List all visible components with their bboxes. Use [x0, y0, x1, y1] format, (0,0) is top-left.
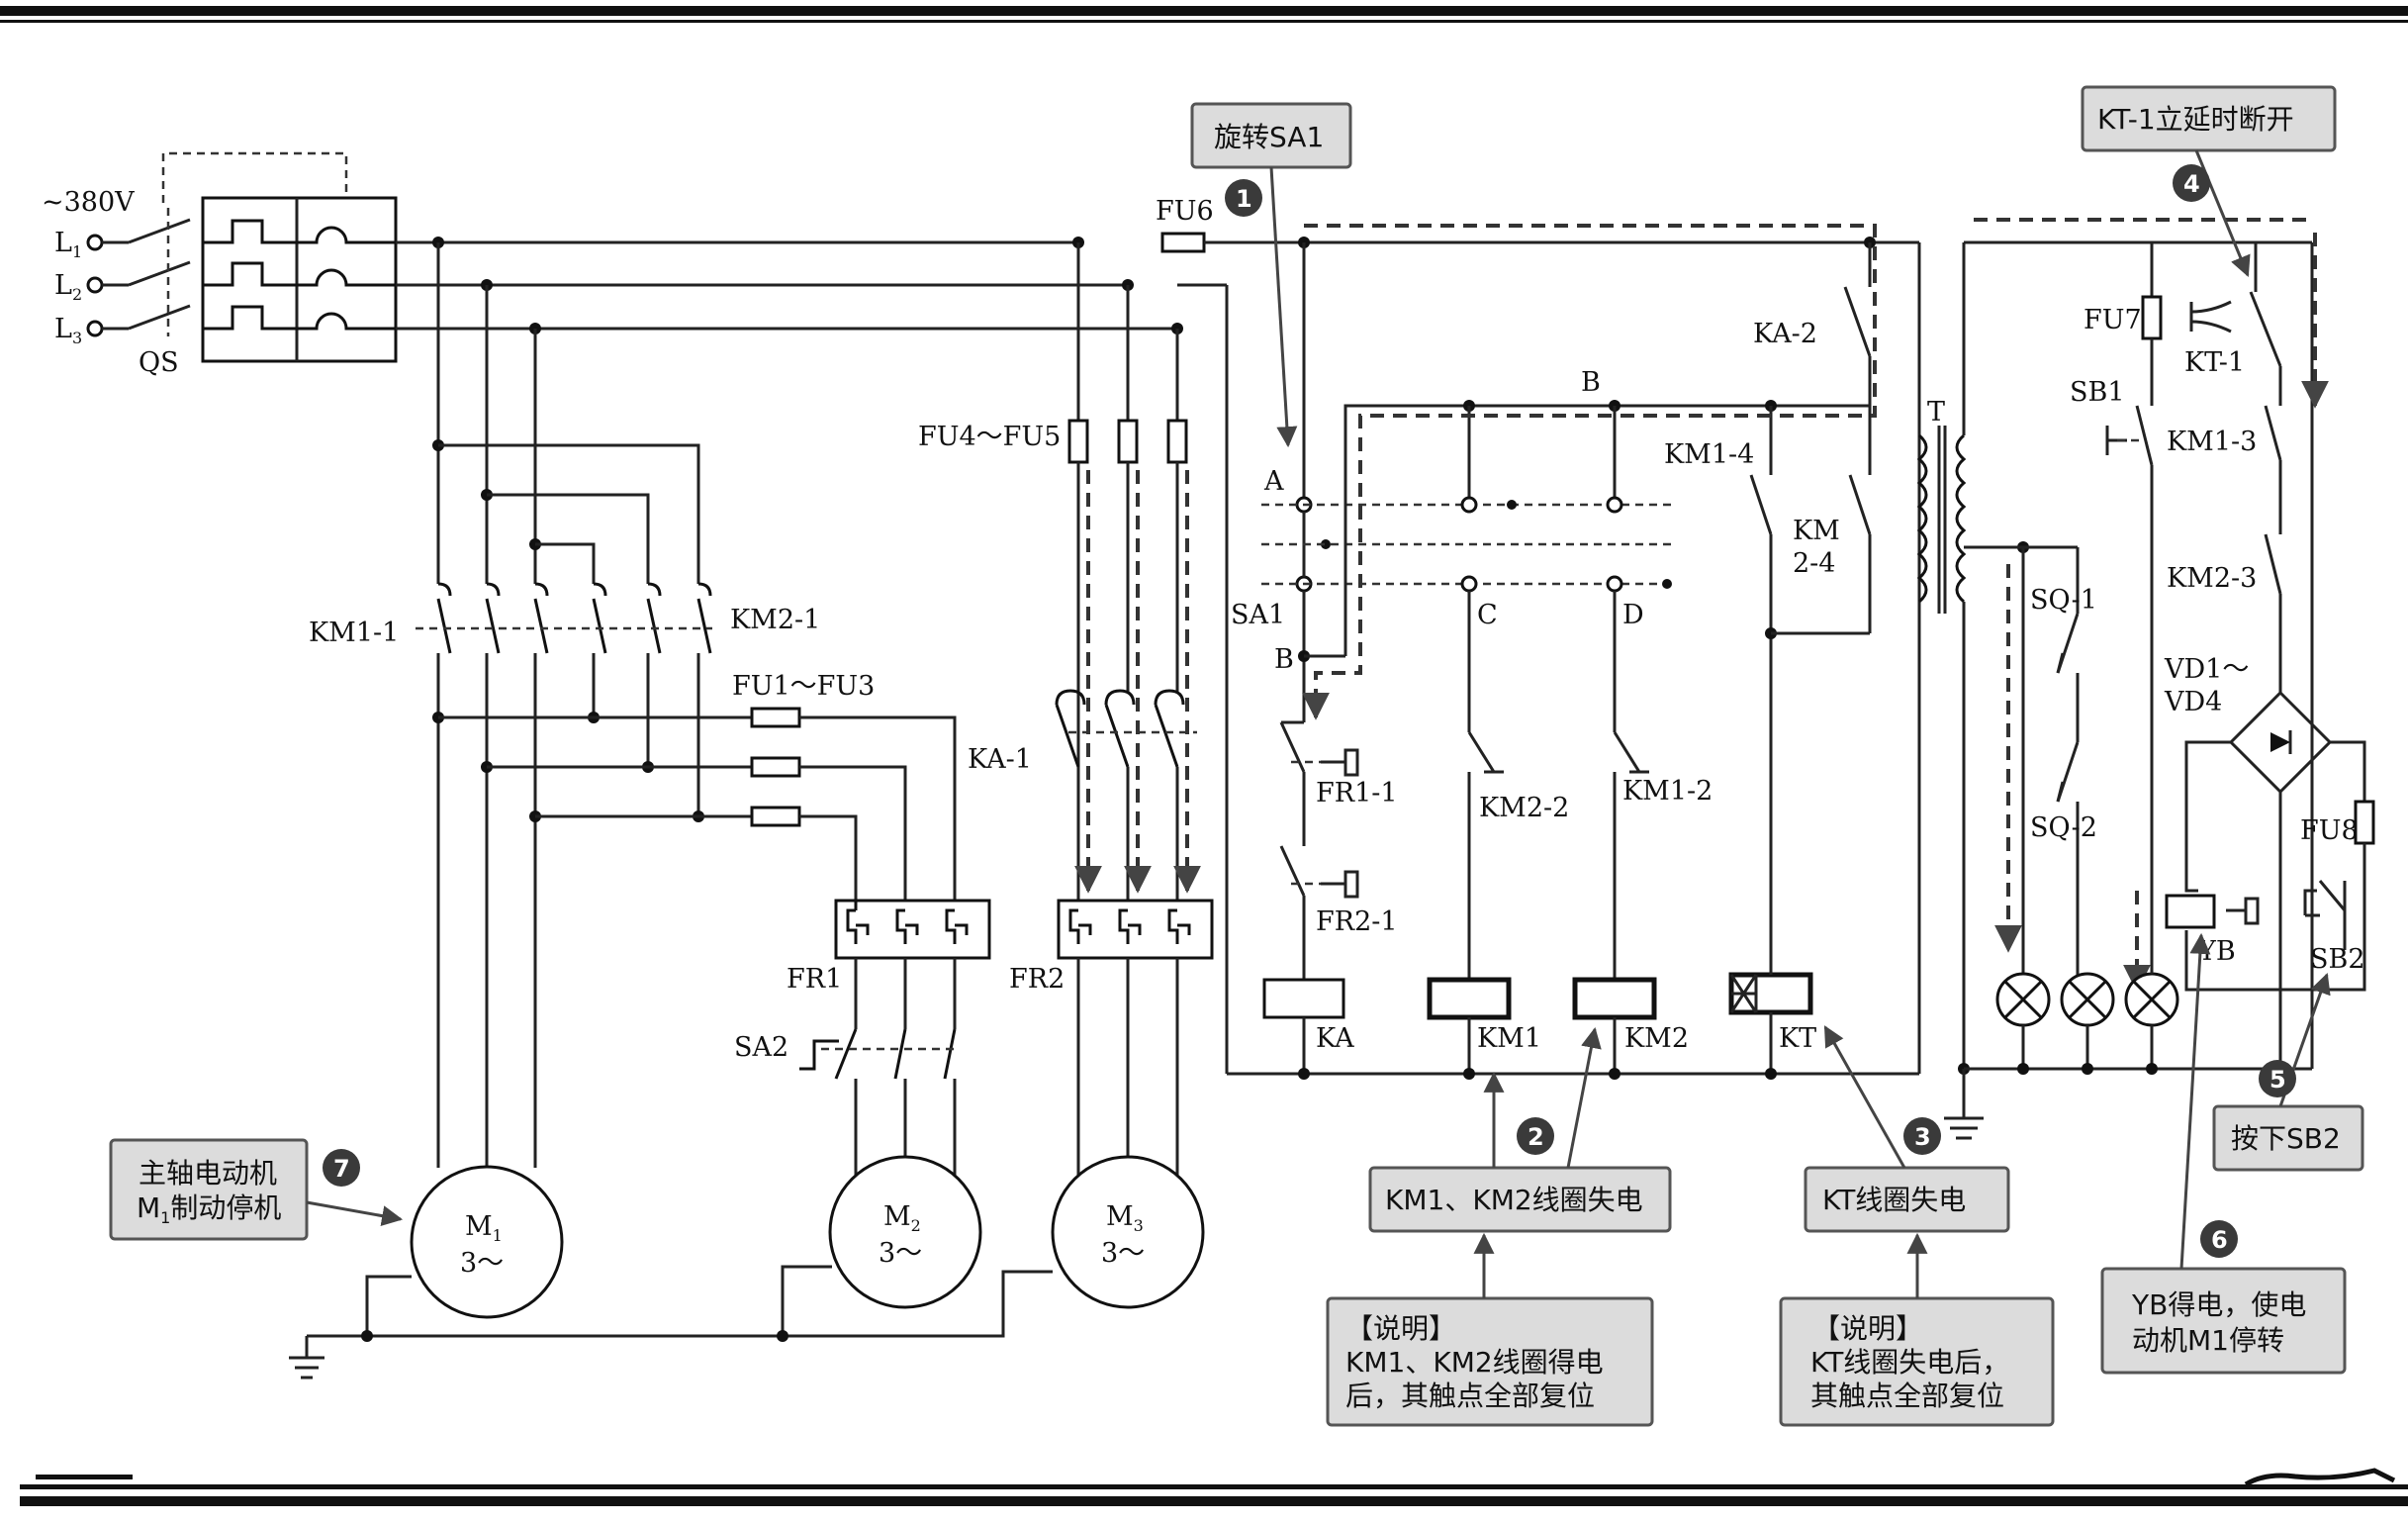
- km2-1-label: KM2-1: [730, 605, 820, 635]
- callout-rotate-sa1-text: 旋转SA1: [1214, 121, 1324, 153]
- fu6-label: FU6: [1156, 196, 1214, 227]
- ka-1-label: KA-1: [968, 744, 1032, 775]
- fu4-fu5-label: FU4～FU5: [918, 422, 1061, 452]
- node-a-label: A: [1263, 466, 1284, 497]
- callout-km-coils-off: [1368, 1166, 1672, 1233]
- svg-text:4: 4: [2183, 170, 2200, 198]
- sa2-label: SA2: [734, 1032, 788, 1063]
- note-kt-reset-title: 【说明】: [1812, 1312, 1923, 1345]
- sb2-label: SB2: [2310, 944, 2365, 975]
- node-b-label: B: [1274, 644, 1294, 675]
- km2-4-label-a: KM: [1793, 516, 1840, 546]
- fu8-label: FU8: [2300, 815, 2359, 846]
- km1-4-label: KM1-4: [1664, 439, 1754, 470]
- svg-text:7: 7: [333, 1155, 350, 1183]
- kt-coil-label: KT: [1779, 1023, 1816, 1054]
- motor-m1: [410, 1165, 564, 1319]
- kt-1-label: KT-1: [2184, 347, 2245, 378]
- fr1-1-label: FR1-1: [1316, 778, 1398, 809]
- svg-text:5: 5: [2269, 1066, 2286, 1094]
- transformer-label: T: [1927, 397, 1945, 428]
- step-3-badge: [1903, 1117, 1941, 1155]
- yb-label: YB: [2197, 936, 2236, 967]
- note-kt-reset-line2: 其触点全部复位: [1810, 1380, 2004, 1412]
- main-circuit: [86, 151, 1214, 1380]
- motor-m1-phase: 3～: [460, 1248, 504, 1279]
- fu1-fu3-label: FU1～FU3: [732, 671, 875, 702]
- callout-press-sb2: [2212, 1104, 2364, 1172]
- step-1-badge: [1225, 179, 1262, 217]
- note-km-reset-line1: KM1、KM2线圈得电: [1345, 1346, 1604, 1379]
- callout-kt1-delay-open-text: KT-1立延时断开: [2097, 103, 2294, 136]
- sq-1-label: SQ-1: [2030, 585, 2097, 616]
- fu7-label: FU7: [2084, 305, 2142, 335]
- l3-label: L3: [54, 314, 82, 347]
- svg-text:3: 3: [1914, 1123, 1931, 1151]
- fr2-label: FR2: [1009, 964, 1065, 995]
- callout-kt1-delay-open: [2081, 85, 2337, 152]
- callout-yb-energized: [2100, 1267, 2347, 1375]
- ka-coil-label: KA: [1316, 1023, 1354, 1054]
- motor-m2: [828, 1155, 982, 1309]
- step-7-badge: [323, 1149, 360, 1187]
- node-b-top-label: B: [1581, 367, 1601, 398]
- component-labels: ~380V L1 L2 L3 QS KM1-1 KM2-1 FU1～FU3 FU…: [42, 187, 2365, 1063]
- callout-yb-energized-line2: 动机M1停转: [2132, 1324, 2284, 1357]
- l2-label: L2: [54, 270, 82, 304]
- motor-m3: [1051, 1155, 1205, 1309]
- step-5-badge: [2259, 1060, 2296, 1097]
- km1-coil-label: KM1: [1477, 1023, 1541, 1054]
- step-2-badge: [1517, 1117, 1554, 1155]
- callouts: 旋转SA1 1 KT-1立延时断开 4 主轴电动机 M1制动停机 7 KM1、K…: [109, 85, 2364, 1427]
- note-km-reset-title: 【说明】: [1345, 1312, 1456, 1345]
- motor-m3-name: M3: [1106, 1201, 1144, 1235]
- callout-yb-energized-line1: YB得电，使电: [2131, 1288, 2306, 1321]
- page-frame: [0, 6, 2408, 1506]
- callout-press-sb2-text: 按下SB2: [2231, 1122, 2341, 1155]
- motor-m2-name: M2: [883, 1201, 921, 1235]
- control-circuit: [1160, 218, 2375, 1140]
- svg-text:6: 6: [2211, 1226, 2228, 1254]
- km2-coil-label: KM2: [1624, 1023, 1689, 1054]
- motor-m1-name: M1: [465, 1211, 503, 1245]
- note-kt-reset-line1: KT线圈失电后，: [1810, 1346, 2009, 1379]
- note-km-reset: [1326, 1296, 1654, 1427]
- step-6-badge: [2200, 1220, 2238, 1258]
- km2-2-label: KM2-2: [1479, 793, 1569, 823]
- qs-label: QS: [139, 347, 179, 378]
- sa1-label: SA1: [1231, 600, 1285, 630]
- callout-kt-coil-off: [1804, 1166, 2010, 1233]
- vd4-label: VD4: [2164, 687, 2222, 717]
- km1-1-label: KM1-1: [309, 618, 399, 648]
- node-c-label: C: [1477, 600, 1498, 630]
- callout-kt-coil-off-text: KT线圈失电: [1822, 1184, 1966, 1216]
- step-4-badge: [2173, 164, 2210, 202]
- motor-m3-phase: 3～: [1101, 1238, 1145, 1269]
- km1-2-label: KM1-2: [1622, 776, 1713, 807]
- km2-3-label: KM2-3: [2167, 563, 2257, 594]
- node-d-label: D: [1622, 600, 1644, 630]
- l1-label: L1: [54, 228, 82, 261]
- motor-m2-phase: 3～: [879, 1238, 922, 1269]
- fr2-1-label: FR2-1: [1316, 906, 1398, 937]
- callout-spindle-motor-line2: M1制动停机: [137, 1191, 281, 1227]
- motor-labels: M1 3～ M2 3～ M3 3～: [460, 1201, 1145, 1279]
- sb1-label: SB1: [2070, 377, 2125, 408]
- fr1-label: FR1: [787, 964, 842, 995]
- svg-text:1: 1: [1236, 185, 1252, 213]
- callout-spindle-motor-line1: 主轴电动机: [139, 1157, 277, 1190]
- svg-text:2: 2: [1528, 1123, 1544, 1151]
- vd1-label: VD1～: [2164, 654, 2249, 685]
- note-km-reset-line2: 后，其触点全部复位: [1345, 1380, 1595, 1412]
- km2-4-label-b: 2-4: [1793, 548, 1835, 579]
- callout-km-coils-off-text: KM1、KM2线圈失电: [1385, 1184, 1643, 1216]
- callout-spindle-motor: [109, 1138, 309, 1241]
- ka-2-label: KA-2: [1753, 319, 1817, 349]
- sq-2-label: SQ-2: [2030, 812, 2097, 843]
- supply-voltage-label: ~380V: [42, 187, 135, 218]
- km1-3-label: KM1-3: [2167, 427, 2257, 457]
